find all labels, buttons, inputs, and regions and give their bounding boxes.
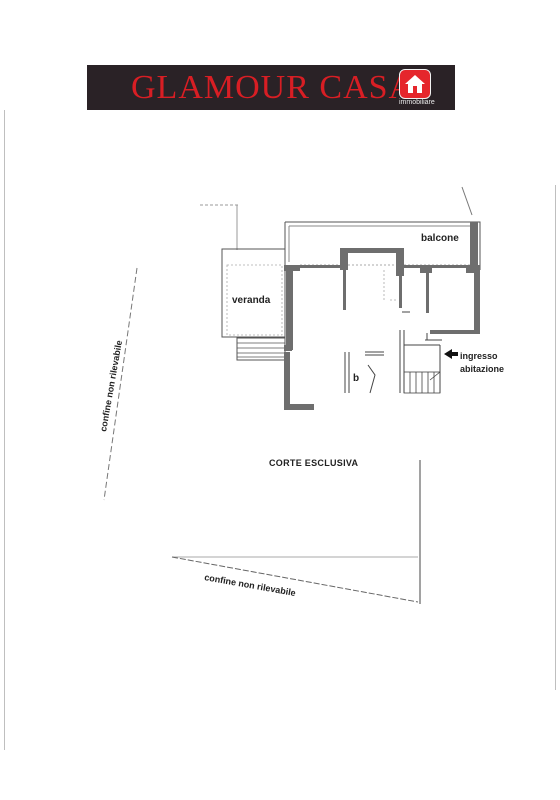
label-room-b: b — [353, 373, 359, 384]
page-edge-left — [4, 110, 5, 750]
veranda-inner — [226, 264, 283, 336]
inner-partitions — [344, 311, 442, 394]
veranda-outline — [221, 248, 286, 338]
label-abitazione: abitazione — [460, 364, 504, 374]
page-edge-right — [555, 185, 556, 690]
top-right-boundary-line — [461, 186, 473, 216]
label-balcone: balcone — [421, 233, 459, 244]
garden-left-boundary — [103, 267, 138, 501]
interior-dotted-guides — [383, 270, 396, 301]
logo-subtitle: immobiliare — [399, 99, 435, 106]
label-confine-bottom: confine non rilevabile — [204, 572, 297, 598]
entrance-arrow-icon — [444, 349, 458, 359]
entrance-stairs — [403, 371, 441, 394]
label-veranda: veranda — [232, 295, 271, 306]
veranda-steps — [236, 337, 286, 361]
garden-bottom-boundary — [171, 556, 419, 603]
label-ingresso: ingresso — [460, 351, 498, 361]
logo-brand-text: GLAMOUR CASA — [131, 69, 415, 106]
glamour-casa-logo: GLAMOUR CASA immobiliare — [87, 65, 455, 110]
label-corte-esclusiva: CORTE ESCLUSIVA — [269, 458, 359, 468]
main-walls — [284, 222, 480, 410]
house-icon — [399, 69, 431, 99]
balcony-outline-outer — [285, 221, 481, 270]
